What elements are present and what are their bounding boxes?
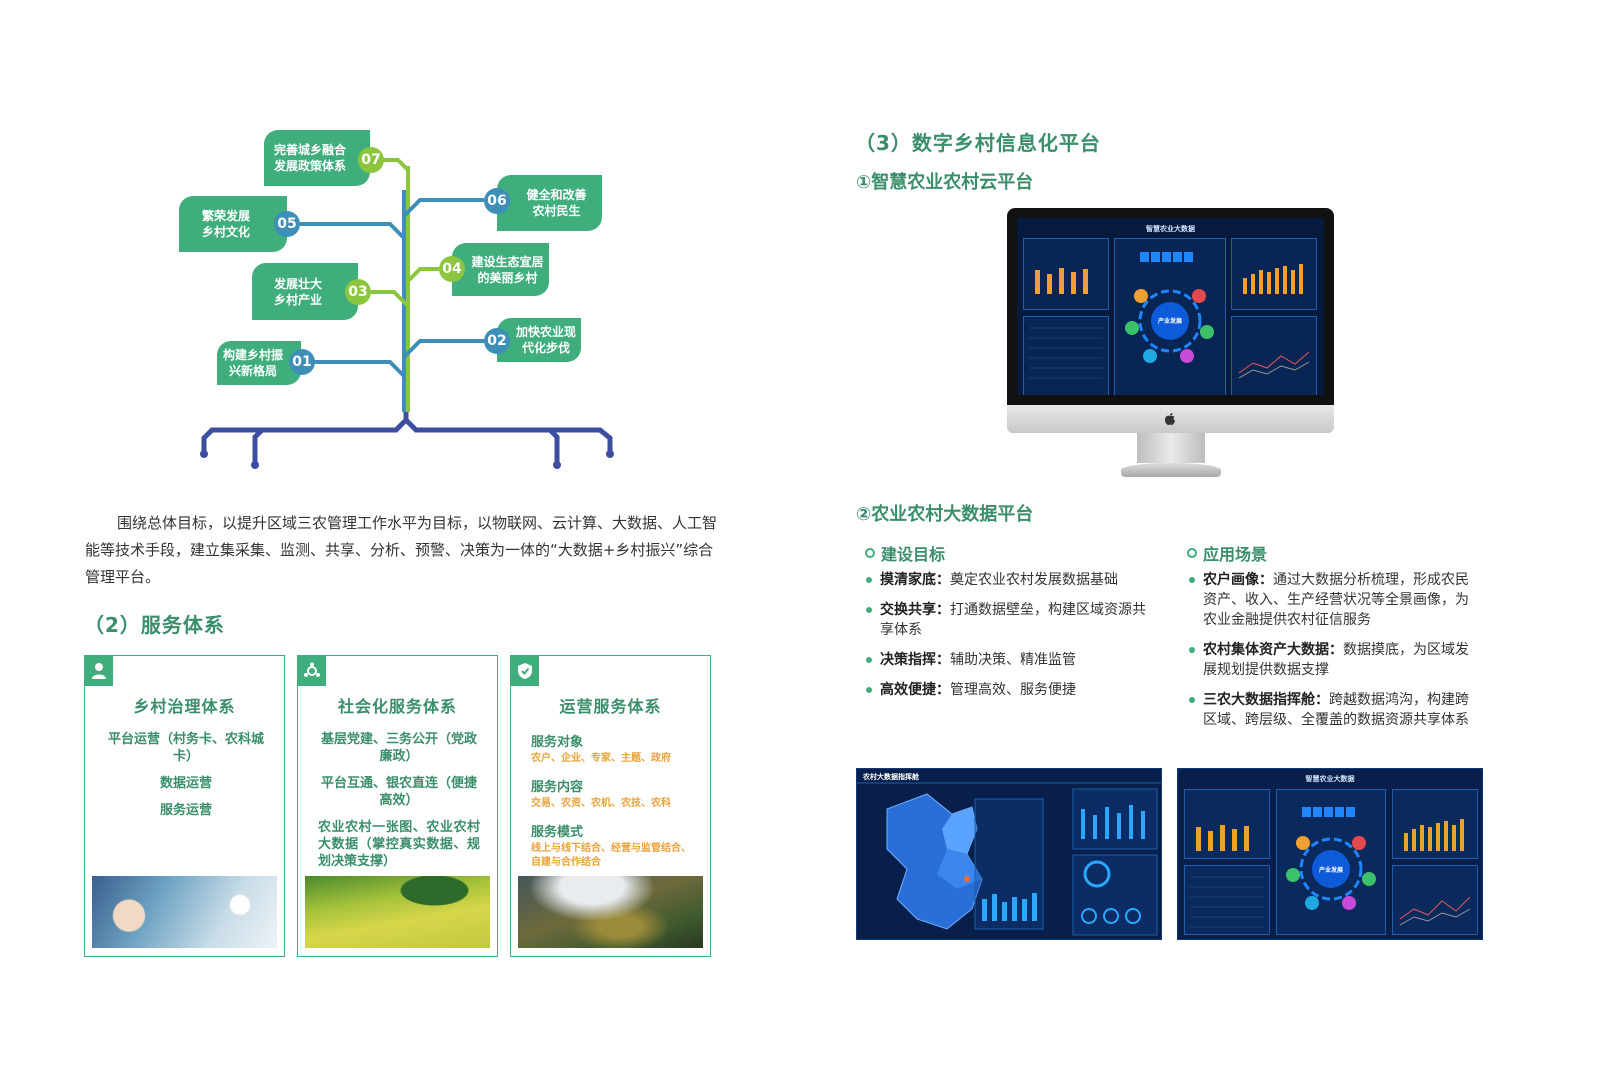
- list-item: 农户画像：通过大数据分析梳理，形成农民资产、收入、生产经营状况等全景画像，为农业…: [1189, 570, 1479, 630]
- digital-section-title: （3）数字乡村信息化平台: [855, 131, 1101, 155]
- monitor-mockup: 智慧农业大数据 产业发展: [1007, 208, 1334, 480]
- tree-node-03-number: 03: [345, 279, 371, 305]
- scenes-list: 农户画像：通过大数据分析梳理，形成农民资产、收入、生产经营状况等全景画像，为农业…: [1189, 570, 1479, 740]
- shield-icon: [511, 656, 539, 686]
- agri-dashboard-screenshot: 智慧农业大数据 产业发展: [1177, 768, 1483, 940]
- dashboard-center-label: 产业发展: [1157, 318, 1182, 325]
- scenes-heading: 应用场景: [1187, 541, 1267, 565]
- card-group-label: 服务对象: [531, 735, 584, 750]
- card-item: 数据运营: [159, 776, 212, 791]
- list-item: 农村集体资产大数据：数据摸底，为区域发展规划提供数据支撑: [1189, 640, 1479, 680]
- monitor-stand: [1137, 433, 1205, 463]
- tech-hand-photo: [92, 876, 277, 948]
- list-item: 决策指挥：辅助决策、精准监管: [866, 650, 1156, 670]
- list-item: 三农大数据指挥舱：跨越数据鸿沟，构建跨区域、跨层级、全覆盖的数据资源共享体系: [1189, 690, 1479, 730]
- card-group-label: 服务模式: [531, 825, 584, 840]
- tree-node-02-number: 02: [484, 328, 510, 354]
- user-icon: [85, 656, 113, 686]
- map-dashboard-screenshot: 农村大数据指挥舱: [856, 768, 1162, 940]
- card-group-detail: 农户、企业、专家、主题、政府: [531, 753, 671, 764]
- rice-field-photo: [305, 876, 490, 948]
- tree-node-04: 建设生态宜居的美丽乡村: [452, 243, 549, 296]
- list-item: 摸清家底：奠定农业农村发展数据基础: [866, 570, 1156, 590]
- card-item: 服务运营: [159, 803, 212, 818]
- monitor-chin: [1007, 405, 1334, 433]
- tree-node-07-number: 07: [358, 147, 384, 173]
- circle-bullet-icon: [1187, 548, 1197, 558]
- dashboard-title: 智慧农业大数据: [1146, 225, 1195, 233]
- card-item: 农业农村一张图、农业农村大数据（掌控真实数据、规划决策支撑）: [318, 820, 480, 869]
- intro-paragraph: 围绕总体目标，以提升区域三农管理工作水平为目标，以物联网、云计算、大数据、人工智…: [85, 514, 718, 586]
- tree-node-01-number: 01: [289, 349, 315, 375]
- tree-node-01: 构建乡村振兴新格局: [217, 341, 301, 385]
- card-social-service: 社会化服务体系 基层党建、三务公开（党政廉政） 平台互通、银农直连（便捷高效） …: [297, 655, 498, 957]
- tree-node-05-number: 05: [274, 211, 300, 237]
- network-icon: [298, 656, 326, 686]
- apple-logo-icon: [1165, 413, 1175, 425]
- goal-tree-diagram: 完善城乡融合发展政策体系 07 健全和改善农村民生 06 繁荣发展乡村文化 05…: [0, 0, 800, 480]
- tree-node-05: 繁荣发展乡村文化: [179, 196, 287, 252]
- tree-node-03: 发展壮大乡村产业: [252, 263, 358, 320]
- dashboard-graphics: [1029, 252, 1310, 379]
- list-item: 交换共享：打通数据壁垒，构建区域资源共享体系: [866, 600, 1156, 640]
- tree-branches: [200, 158, 614, 469]
- card-group-label: 服务内容: [531, 780, 584, 795]
- card-group-detail: 线上与线下结合、经营与监管结合、自建与合作结合: [531, 843, 691, 868]
- card-rural-governance: 乡村治理体系 平台运营（村务卡、农科城卡） 数据运营 服务运营: [84, 655, 285, 957]
- card-title: 乡村治理体系: [133, 697, 236, 716]
- card-group-detail: 交易、农资、农机、农技、农科: [531, 798, 671, 809]
- tree-node-06-number: 06: [484, 188, 510, 214]
- agri-dashboard-title: 智慧农业大数据: [1305, 775, 1355, 783]
- card-item: 平台互通、银农直连（便捷高效）: [320, 776, 477, 808]
- tree-node-07: 完善城乡融合发展政策体系: [264, 130, 370, 186]
- monitor-base: [1121, 463, 1221, 477]
- dashboard-screen: 智慧农业大数据 产业发展: [1017, 218, 1324, 395]
- tree-node-02: 加快农业现代化步伐: [497, 318, 581, 362]
- card-title: 社会化服务体系: [337, 697, 457, 716]
- agri-dashboard-center-label: 产业发展: [1318, 867, 1343, 874]
- circle-bullet-icon: [865, 548, 875, 558]
- card-title: 运营服务体系: [559, 697, 662, 716]
- tree-node-04-number: 04: [439, 256, 465, 282]
- cloud-platform-title: ①智慧农业农村云平台: [856, 172, 1034, 193]
- map-dashboard-graphics: [857, 782, 1161, 936]
- card-item: 基层党建、三务公开（党政廉政）: [320, 732, 477, 764]
- terrace-landscape-photo: [518, 876, 703, 948]
- list-item: 高效便捷：管理高效、服务便捷: [866, 680, 1156, 700]
- card-operation-service: 运营服务体系 服务对象 农户、企业、专家、主题、政府 服务内容 交易、农资、农机…: [510, 655, 711, 957]
- goals-heading: 建设目标: [865, 541, 945, 565]
- card-item: 平台运营（村务卡、农科城卡）: [107, 732, 264, 764]
- goals-list: 摸清家底：奠定农业农村发展数据基础 交换共享：打通数据壁垒，构建区域资源共享体系…: [866, 570, 1156, 710]
- agri-dashboard-graphics: [1190, 807, 1471, 928]
- service-section-title: （2）服务体系: [84, 613, 225, 637]
- bigdata-platform-title: ②农业农村大数据平台: [856, 504, 1034, 525]
- tree-node-06: 健全和改善农村民生: [497, 175, 602, 231]
- map-dashboard-title: 农村大数据指挥舱: [863, 773, 919, 781]
